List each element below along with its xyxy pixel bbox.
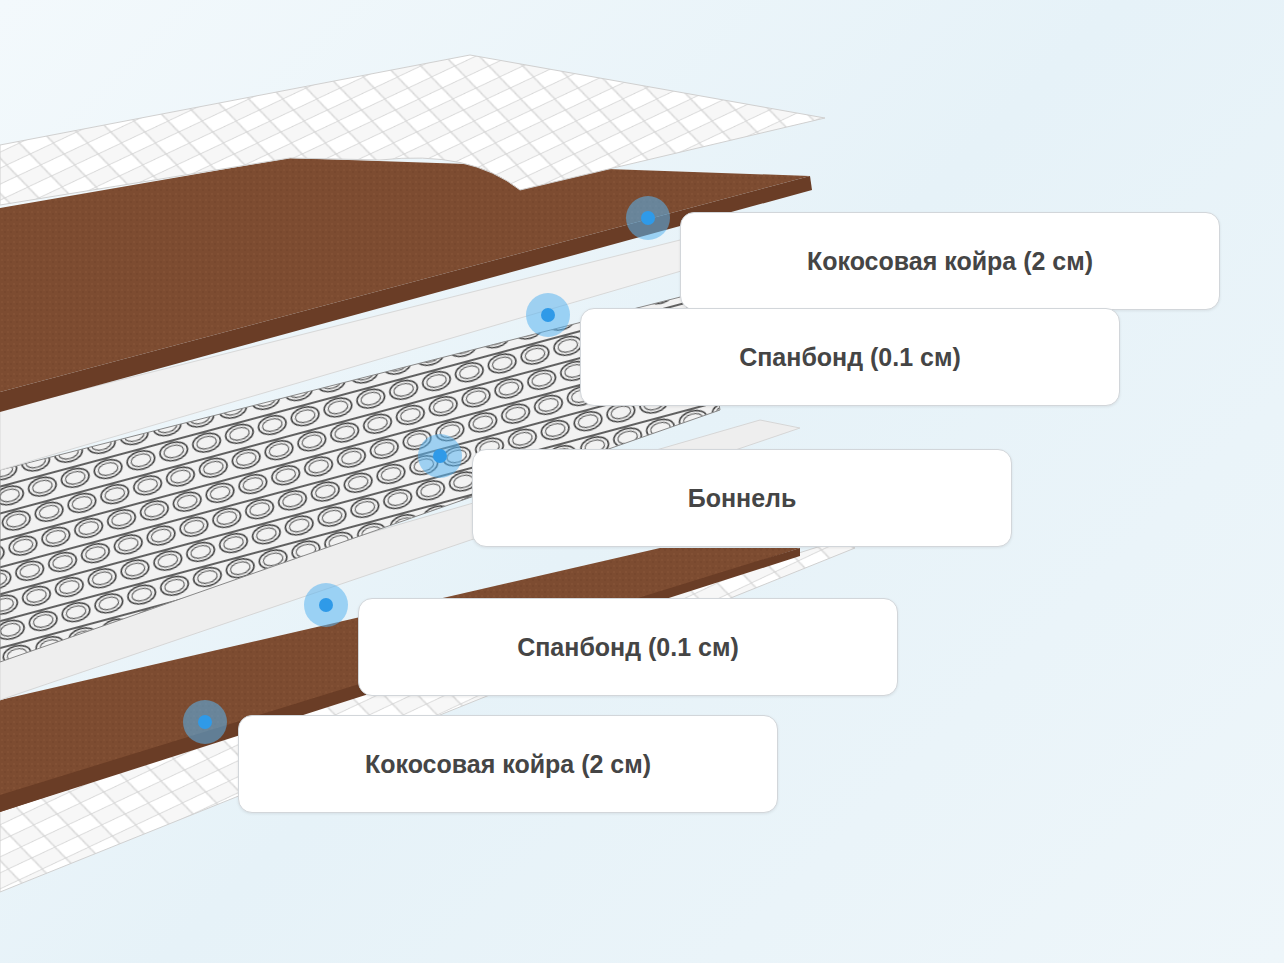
callout-box: Спанбонд (0.1 см)	[358, 598, 898, 696]
callout-box: Спанбонд (0.1 см)	[580, 308, 1120, 406]
layer-label: Кокосовая койра (2 см)	[365, 750, 651, 779]
callout-box: Кокосовая койра (2 см)	[680, 212, 1220, 310]
layer-label: Спанбонд (0.1 см)	[517, 633, 739, 662]
layer-label: Кокосовая койра (2 см)	[807, 247, 1093, 276]
layer-label: Боннель	[688, 484, 797, 513]
layer-label: Спанбонд (0.1 см)	[739, 343, 961, 372]
callout-box: Кокосовая койра (2 см)	[238, 715, 778, 813]
callout-box: Боннель	[472, 449, 1012, 547]
